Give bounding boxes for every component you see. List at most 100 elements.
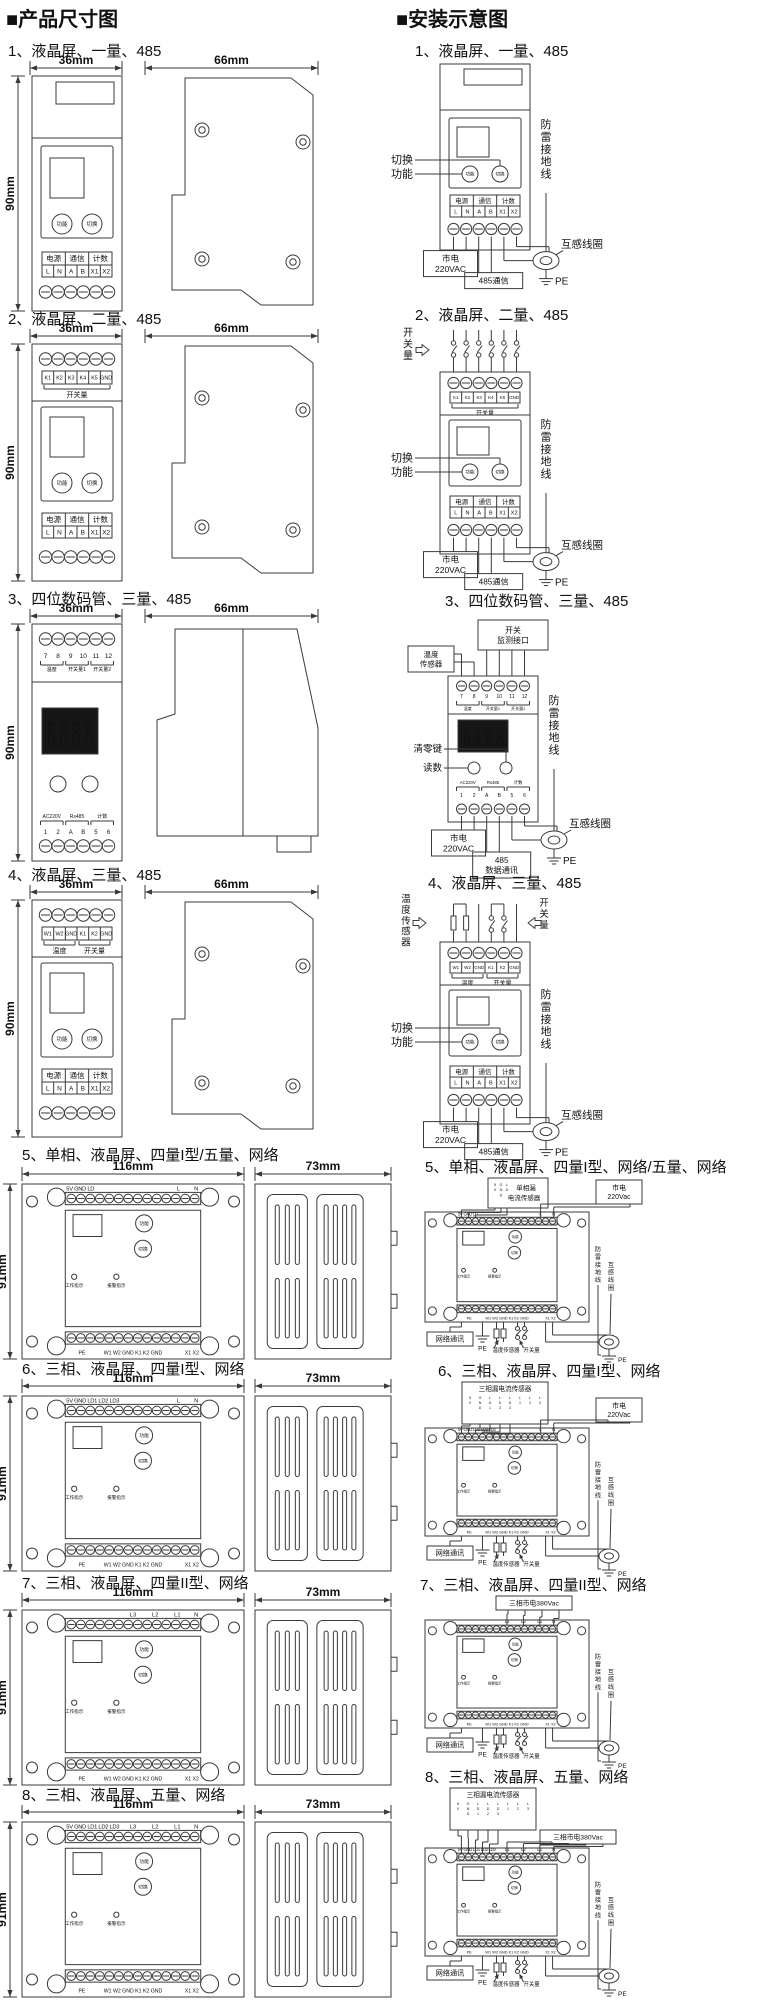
dimension-label: 91mm [0,1254,9,1289]
pin-number: 7 [44,653,48,660]
pin-label: GND [474,965,484,970]
dimension-label: 90mm [3,1001,17,1036]
toggle-callout: 切换 [391,451,413,465]
pe-label: PE [478,1980,487,1987]
pin-label: 5 [94,830,98,836]
toggle-button-label: 切换 [495,1039,505,1046]
dimension-label: 116mm [113,1159,154,1173]
terminal-group-label: 计数 [97,813,107,820]
section-title: 6、三相、液晶屏、四量I型、网络 [438,1363,661,1380]
dimension-label: 73mm [306,1159,341,1173]
alarm-led-label: 报警指示 [488,1681,502,1686]
pin-label: B [81,1085,85,1092]
pin-label: L [46,529,50,536]
section-title: 8、三相、液晶屏、五量、网络 [22,1787,225,1804]
pin-label: K3 [68,375,75,381]
function-button-label: 功能 [512,1870,520,1875]
function-button-label: 功能 [139,1858,149,1865]
leakage-sensor-label: 电流传感器 [508,1193,541,1202]
function-callout: 功能 [391,465,413,479]
pin-label: N [57,529,62,536]
install-section-7: 7、三相、液晶屏、四量II型、网络L3L2L1N功能切换工作指示报警指示PEW1… [420,1577,647,1770]
pin-label: 电源 [46,514,61,524]
terminal-strip-label: PE [467,1950,473,1954]
terminal-strip-label: W1 W2 GND K1 K2 GND [104,1989,163,1995]
pin-label: X2 [102,1085,110,1092]
ct-coil-label: 互感线圈 [608,1262,614,1292]
terminal-strip-label: W1 W2 GND K1 K2 GND [104,1351,163,1357]
pin-label: X1 [499,1080,506,1086]
function-button-label: 功能 [139,1646,149,1653]
ct-coil-label: 互感线圈 [608,1669,614,1699]
temperature-sensor-label: 温度传感器 [493,1346,521,1354]
switch-input-label: 开关量 [523,1560,540,1568]
switch-input-label: 开关量 [539,898,549,931]
function-button-label: 功能 [56,220,68,228]
terminal-strip-label: W1 W2 GND K1 K2 GND [485,1530,528,1534]
toggle-button-label: 切换 [511,1465,519,1470]
dimension-label: 91mm [0,1466,9,1501]
terminal-strip-label: PE [78,1989,85,1995]
ct-coil-label: 互感线圈 [561,1109,603,1122]
terminal-group-label: Rs485 [487,780,500,785]
pin-label: K5 [500,395,506,400]
pin-label: GND [100,375,112,381]
pin-label: 6 [523,793,526,799]
pin-label: W1 [453,965,460,970]
pin-label: 计数 [502,196,516,205]
mains-box-label: 市电 [442,253,460,263]
terminal-strip-label: W1 W2 GND K1 K2 GND [104,1563,163,1569]
alarm-led-label: 报警指示 [107,1920,126,1927]
pin-label: X2 [102,268,110,275]
toggle-button-label: 切换 [511,1250,519,1255]
pin-label: K1 [453,395,459,400]
pe-label: PE [478,1560,487,1567]
terminal-strip-label: 5V GND LD1 LD2 LD3 [66,1398,119,1404]
terminal-strip-label: L3 [130,1612,136,1618]
temperature-sensor-label: 温度传感器 [493,1752,521,1760]
pin-label: GND [100,931,112,937]
terminal-strip-label: W1 W2 GND K1 K2 GND [104,1777,163,1783]
terminal-strip-label: X1 X2 [545,1530,555,1534]
pin-label: K2 [91,931,98,937]
section-title: 3、四位数码管、三量、485 [445,593,628,610]
section-title: 5、单相、液晶屏、四量I型、网络/五量、网络 [425,1159,727,1176]
alarm-led-label: 报警指示 [488,1909,502,1914]
terminal-strip-label: X1 X2 [185,1777,199,1783]
function-button-label: 功能 [465,469,475,476]
section-title: 1、液晶屏、一量、485 [8,43,161,60]
pin-label: 1 [44,830,48,836]
pin-label: GND [509,965,519,970]
terminal-strip-label: PE [467,1316,473,1320]
mains-box-label: 市电 [442,1124,460,1134]
function-button-label: 功能 [139,1432,149,1439]
terminal-strip-label: X1 X2 [545,1950,555,1954]
switch-input-label: 开关量 [403,328,413,362]
section-title: 5、单相、液晶屏、四量I型/五量、网络 [22,1147,279,1164]
mains-box-label: 市电 [612,1183,626,1192]
pin-label: 1 [460,793,463,799]
pin-label: 通信 [70,1070,85,1080]
section-title: 2、液晶屏、二量、485 [8,311,161,328]
dimension-label: 73mm [306,1585,341,1599]
section-title: 2、液晶屏、二量、485 [415,307,568,324]
pin-label: GND [509,395,519,400]
pin-label: K2 [56,375,63,381]
section-title: 1、液晶屏、一量、485 [415,43,568,60]
pe-label: PE [478,1346,487,1353]
rs485-box-label: 485通信 [479,276,509,286]
terminal-group-label: 开关量1 [68,666,86,673]
switch-input-label: 开关量 [523,1346,540,1354]
ct-coil-label: 互感线圈 [608,1477,614,1507]
terminal-strip-label: L [177,1398,181,1404]
